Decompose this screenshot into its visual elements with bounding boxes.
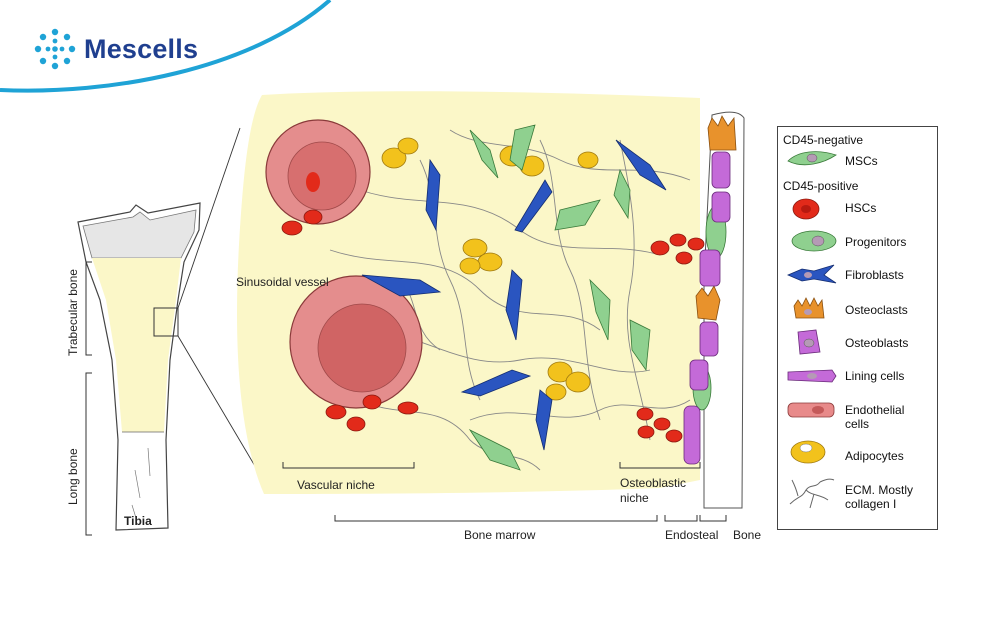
long-bone-bracket <box>85 372 92 536</box>
bone-label: Bone <box>733 528 762 542</box>
osteoclast-cells <box>695 115 737 321</box>
sinusoidal-vessel-bottom <box>289 275 423 409</box>
progenitor-icon <box>791 230 837 252</box>
bone-bracket <box>699 515 727 522</box>
legend-label-hsc: HSCs <box>845 201 877 215</box>
legend-label-lining-cells: Lining cells <box>845 369 905 383</box>
endosteal-label: Endosteal <box>665 528 719 542</box>
osteoclast-icon <box>793 297 825 319</box>
brand: Mescells <box>34 28 198 70</box>
osteoblastic-niche-bracket <box>619 462 701 469</box>
vascular-niche-label: Vascular niche <box>297 478 375 492</box>
msc-icon <box>787 151 837 166</box>
legend: CD45-negative CD45-positive MSCs HSCs Pr… <box>777 126 938 530</box>
legend-cd45-positive-header: CD45-positive <box>783 179 859 193</box>
tibia-label: Tibia <box>124 514 152 528</box>
fibroblast-cells <box>361 139 667 451</box>
endosteal-bracket <box>664 515 698 522</box>
hsc-cells <box>281 209 705 443</box>
long-bone-label: Long bone <box>66 448 80 505</box>
legend-cd45-negative-header: CD45-negative <box>783 133 864 147</box>
legend-label-osteoblasts: Osteoblasts <box>845 336 909 350</box>
legend-label-endothelial: Endothelial cells <box>845 403 905 431</box>
zoom-line-top <box>177 127 241 309</box>
adipocyte-icon <box>790 440 826 464</box>
bone-marrow-label: Bone marrow <box>464 528 536 542</box>
legend-label-osteoclasts: Osteoclasts <box>845 303 908 317</box>
endothelial-cell-icon <box>787 402 835 418</box>
mescells-logo-icon <box>34 28 76 70</box>
adipocyte-cells <box>381 137 599 401</box>
tibia-bone <box>77 202 201 531</box>
trabecular-bone-label: Trabecular bone <box>66 269 80 356</box>
osteoblastic-niche-label: Osteoblastic niche <box>620 476 687 505</box>
lining-cell-icon <box>787 369 837 383</box>
trabecular-bracket <box>85 261 92 356</box>
sinusoidal-vessel-label: Sinusoidal vessel <box>236 275 329 289</box>
legend-label-fibroblasts: Fibroblasts <box>845 268 904 282</box>
fibroblast-icon <box>786 264 837 284</box>
vascular-niche-bracket <box>282 462 415 469</box>
legend-label-msc: MSCs <box>845 154 878 168</box>
legend-label-adipocytes: Adipocytes <box>845 449 904 463</box>
hsc-icon <box>792 198 820 220</box>
legend-label-ecm: ECM. Mostly collagen I <box>845 483 914 511</box>
osteoblast-icon <box>797 329 821 355</box>
brand-name: Mescells <box>84 33 199 64</box>
zoom-line-bottom <box>177 335 263 479</box>
bone-marrow-bracket <box>334 515 658 522</box>
legend-label-progenitors: Progenitors <box>845 235 907 249</box>
osteoblast-cells <box>683 151 731 465</box>
ecm-icon <box>789 478 835 509</box>
sinusoidal-vessel-top <box>265 119 371 225</box>
